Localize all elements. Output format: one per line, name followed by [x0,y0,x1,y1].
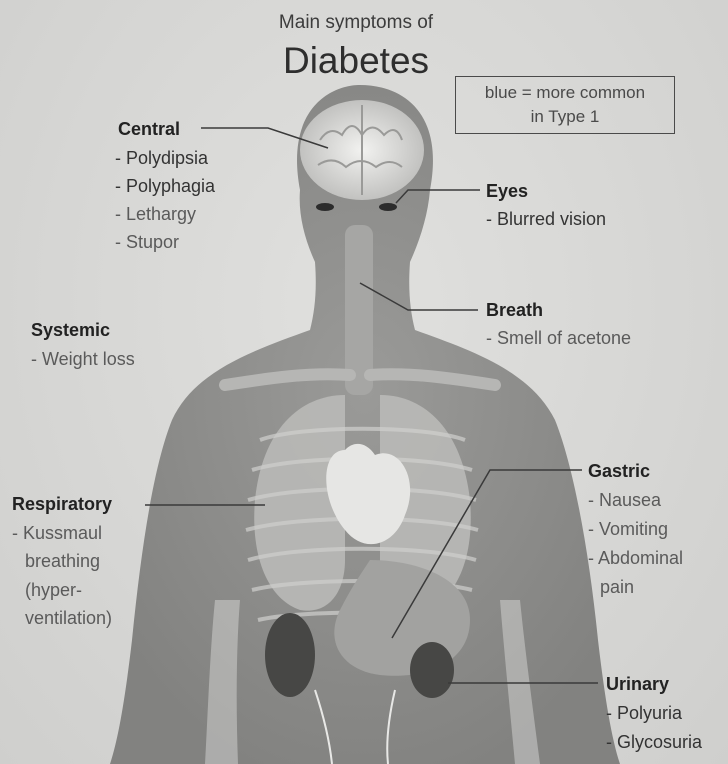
gastric-item-abdominal: - Abdominal [588,549,683,567]
central-item-lethargy: - Lethargy [115,205,196,223]
right-eye [379,203,397,211]
page-title: Diabetes [0,42,712,79]
systemic-title: Systemic [31,321,110,339]
right-kidney [410,642,454,698]
left-eye [316,203,334,211]
respiratory-item-kussmaul: - Kussmaul [12,524,102,542]
gastric-item-pain: pain [600,578,634,596]
left-kidney [265,613,315,697]
central-item-polyphagia: - Polyphagia [115,177,215,195]
legend-line-2: in Type 1 [456,105,674,129]
eyes-item-blurred-vision: - Blurred vision [486,210,606,228]
respiratory-item-hyper: (hyper- [25,581,82,599]
urinary-title: Urinary [606,675,669,693]
urinary-item-glycosuria: - Glycosuria [606,733,702,751]
respiratory-item-ventilation: ventilation) [25,609,112,627]
urinary-item-polyuria: - Polyuria [606,704,682,722]
legend-box: blue = more common in Type 1 [455,76,675,134]
gastric-title: Gastric [588,462,650,480]
gastric-item-vomiting: - Vomiting [588,520,668,538]
gastric-item-nausea: - Nausea [588,491,661,509]
breath-item-acetone: - Smell of acetone [486,329,631,347]
respiratory-item-breathing: breathing [25,552,100,570]
eyes-title: Eyes [486,182,528,200]
breath-title: Breath [486,301,543,319]
legend-line-1: blue = more common [456,81,674,105]
page-subtitle: Main symptoms of [0,13,712,32]
respiratory-title: Respiratory [12,495,112,513]
central-title: Central [118,120,180,138]
central-item-polydipsia: - Polydipsia [115,149,208,167]
central-item-stupor: - Stupor [115,233,179,251]
systemic-item-weight-loss: - Weight loss [31,350,135,368]
